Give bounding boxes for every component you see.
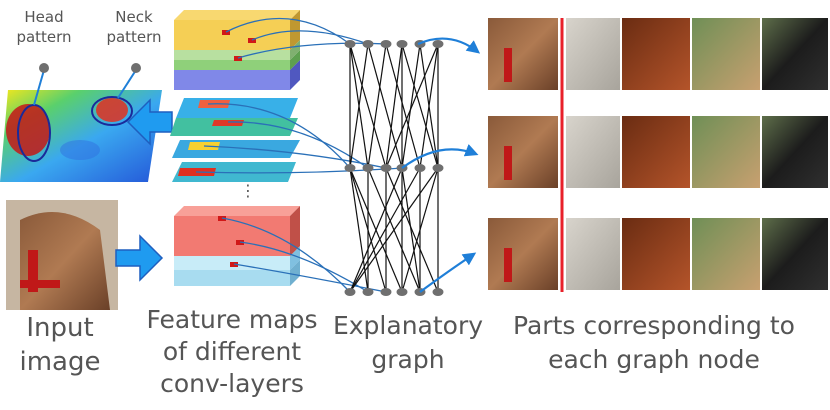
graph-edge — [349, 167, 421, 293]
parts-grid — [488, 18, 828, 290]
graph-edge — [401, 43, 439, 169]
part-thumbnail — [622, 218, 690, 290]
neck-pattern-ellipse — [91, 96, 133, 126]
graph-edge — [401, 43, 421, 169]
graph-edge — [367, 43, 387, 169]
neck-pattern-node — [131, 63, 141, 73]
graph-node — [432, 40, 444, 48]
graph-edge — [401, 167, 439, 293]
head-pattern-label-2: pattern — [16, 28, 71, 46]
graph-node — [414, 164, 426, 172]
graph-edge — [349, 167, 403, 293]
halter-strap — [504, 146, 512, 180]
head-pattern-label: Head — [24, 8, 63, 26]
graph-node — [380, 164, 392, 172]
graph-node — [396, 40, 408, 48]
graph-edges — [349, 43, 439, 293]
part-thumbnail — [622, 18, 690, 90]
graph-edge — [349, 43, 387, 169]
right-arrow-icon — [115, 234, 164, 282]
part-thumbnail — [692, 218, 760, 290]
graph-node — [344, 164, 356, 172]
part-thumbnail — [566, 116, 620, 188]
head-pattern-node — [39, 63, 49, 73]
part-thumbnail — [762, 116, 828, 188]
graph-node — [344, 40, 356, 48]
top-feature-stack — [174, 10, 300, 90]
graph-edge — [349, 167, 439, 293]
input-image — [6, 200, 118, 310]
graph-edge — [385, 43, 439, 169]
middle-feature-maps — [170, 98, 300, 182]
part-thumbnail — [762, 18, 828, 90]
ellipsis-dots: ⋮ — [240, 181, 256, 200]
halter-strap — [504, 248, 512, 282]
graph-node — [380, 288, 392, 296]
part-thumbnail — [762, 218, 828, 290]
graph-edge — [385, 43, 421, 169]
part-thumbnail — [566, 218, 620, 290]
feature-label-2: of different — [163, 337, 301, 366]
neck-pin-line — [117, 69, 137, 99]
part-thumbnail — [692, 116, 760, 188]
graph-node — [362, 164, 374, 172]
part-thumbnail — [622, 116, 690, 188]
arrow-to-row3 — [419, 252, 477, 293]
arrow-to-row2 — [401, 144, 479, 169]
graph-node — [432, 164, 444, 172]
graph-edge — [401, 167, 421, 293]
feature-label: Feature maps — [147, 305, 318, 334]
parts-label-2: each graph node — [548, 345, 760, 374]
parts-label: Parts corresponding to — [513, 311, 795, 340]
graph-label: Explanatory — [333, 311, 483, 340]
left-arrow-icon — [126, 98, 173, 146]
halter-strap — [504, 48, 512, 82]
graph-edge — [385, 43, 403, 169]
graph-edge — [349, 43, 369, 169]
graph-node — [362, 40, 374, 48]
part-thumbnail — [566, 18, 620, 90]
input-label-2: image — [20, 347, 101, 377]
graph-node — [344, 288, 356, 296]
input-label: Input — [26, 313, 93, 343]
graph-edge — [367, 43, 403, 169]
graph-nodes — [344, 40, 444, 296]
graph-label-2: graph — [371, 345, 444, 374]
graph-node — [380, 40, 392, 48]
neck-pattern-label: Neck — [115, 8, 153, 26]
map-to-node-curves — [195, 17, 403, 293]
part-thumbnail — [488, 116, 558, 188]
feature-label-3: conv-layers — [160, 369, 304, 398]
arrow-to-row1 — [417, 37, 481, 54]
graph-edge — [349, 167, 369, 293]
neck-pattern-label-2: pattern — [106, 28, 161, 46]
part-thumbnail — [488, 18, 558, 90]
graph-node — [396, 288, 408, 296]
graph-node — [432, 288, 444, 296]
graph-node — [362, 288, 374, 296]
bottom-feature-stack — [174, 206, 300, 286]
head-pin-line — [33, 69, 45, 106]
graph-edge — [385, 167, 439, 293]
graph-edge — [419, 43, 439, 169]
part-thumbnail — [692, 18, 760, 90]
heatmap — [0, 90, 162, 182]
part-thumbnail — [488, 218, 558, 290]
